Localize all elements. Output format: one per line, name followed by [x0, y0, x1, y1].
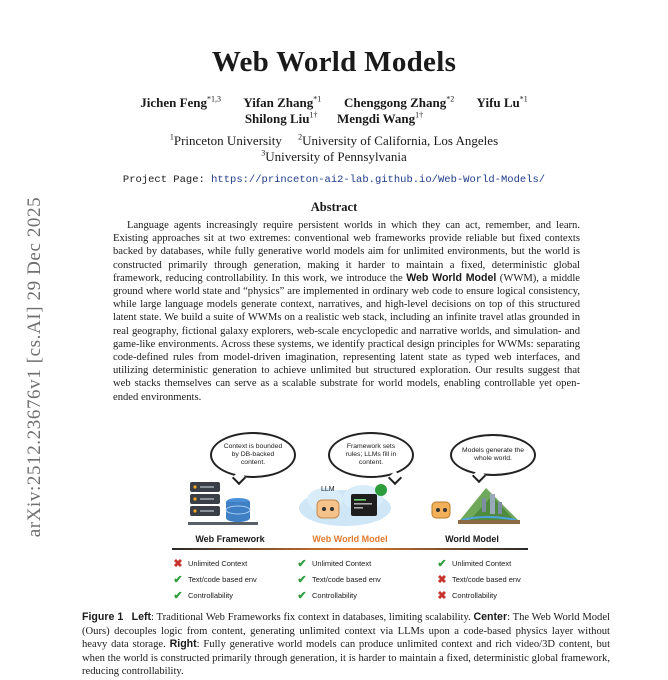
author: Yifan Zhang*1 [243, 95, 322, 111]
llm-tag: LLM [321, 486, 335, 493]
speech-bubble: Context is bounded by DB-backed content. [210, 432, 296, 486]
check-icon: ✔ [173, 590, 183, 602]
cross-icon: ✖ [173, 558, 183, 570]
column-label-web-world-model: Web World Model [312, 534, 388, 544]
feature-label: Unlimited Context [188, 559, 248, 568]
arxiv-stamp: arXiv:2512.23676v1 [cs.AI] 29 Dec 2025 [24, 196, 45, 538]
column-label-world-model: World Model [445, 534, 499, 544]
feature-row: ✖ Controllability [436, 589, 497, 602]
project-label: Project Page: [122, 174, 205, 186]
affiliation: 3University of Pennsylvania [261, 149, 407, 165]
affiliation: 1Princeton University [169, 133, 282, 149]
speech-bubble: Framework sets rules; LLMs fill in conte… [328, 432, 414, 486]
feature-row: ✔ Text/code based env [296, 573, 381, 586]
project-page: Project Page: https://princeton-ai2-lab.… [40, 174, 628, 186]
abstract-heading: Abstract [310, 200, 358, 214]
feature-label: Unlimited Context [452, 559, 512, 568]
paper-title: Web World Models [211, 46, 457, 78]
affiliation: 2University of California, Los Angeles [298, 133, 499, 149]
llm-web-icon [299, 484, 391, 526]
author: Mengdi Wang1† [337, 111, 424, 127]
feature-label: Text/code based env [188, 575, 257, 584]
affiliations-line-2: 3University of Pennsylvania [40, 149, 628, 165]
feature-row: ✖ Text/code based env [436, 573, 521, 586]
figure-1: Context is bounded by DB-backed content.… [150, 430, 550, 610]
feature-label: Controllability [188, 591, 234, 600]
check-icon: ✔ [437, 558, 447, 570]
authors-line-1: Jichen Feng*1,3 Yifan Zhang*1 Chenggong … [40, 95, 628, 111]
cross-icon: ✖ [437, 574, 447, 586]
feature-label: Controllability [312, 591, 358, 600]
feature-row: ✔ Controllability [172, 589, 233, 602]
check-icon: ✔ [297, 574, 307, 586]
feature-label: Text/code based env [452, 575, 521, 584]
caption-center-label: Center [473, 611, 508, 623]
affiliations-line-1: 1Princeton University 2University of Cal… [40, 133, 628, 149]
caption-right-label: Right [169, 638, 197, 651]
author: Chenggong Zhang*2 [344, 95, 455, 111]
feature-label: Text/code based env [312, 575, 381, 584]
check-icon: ✔ [297, 558, 307, 570]
feature-row: ✔ Controllability [296, 589, 357, 602]
feature-row: ✔ Text/code based env [172, 573, 257, 586]
feature-row: ✔ Unlimited Context [296, 557, 371, 570]
speech-bubble: Models generate the whole world. [450, 434, 536, 484]
feature-label: Unlimited Context [312, 559, 372, 568]
feature-row: ✖ Unlimited Context [172, 557, 247, 570]
abstract-body: Language agents increasingly require per… [113, 220, 580, 403]
feature-row: ✔ Unlimited Context [436, 557, 511, 570]
caption-left-label: Left [131, 611, 152, 623]
check-icon: ✔ [173, 574, 183, 586]
abstract-wwm-term: Web World Model [406, 271, 497, 284]
author: Shilong Liu1† [244, 111, 318, 127]
figure-caption: Figure 1 Left: Traditional Web Framework… [82, 611, 611, 678]
column-label-web-framework: Web Framework [195, 534, 265, 544]
caption-label: Figure 1 [82, 611, 124, 623]
world-diorama-icon [431, 488, 520, 524]
author: Jichen Feng*1,3 [140, 95, 222, 111]
project-link[interactable]: https://princeton-ai2-lab.github.io/Web-… [211, 174, 546, 186]
feature-label: Controllability [452, 591, 498, 600]
authors-line-2: Shilong Liu1† Mengdi Wang1† [40, 111, 628, 127]
divider [172, 548, 528, 550]
author: Yifu Lu*1 [476, 95, 528, 111]
server-database-icon [188, 482, 258, 525]
check-icon: ✔ [297, 590, 307, 602]
cross-icon: ✖ [437, 590, 447, 602]
